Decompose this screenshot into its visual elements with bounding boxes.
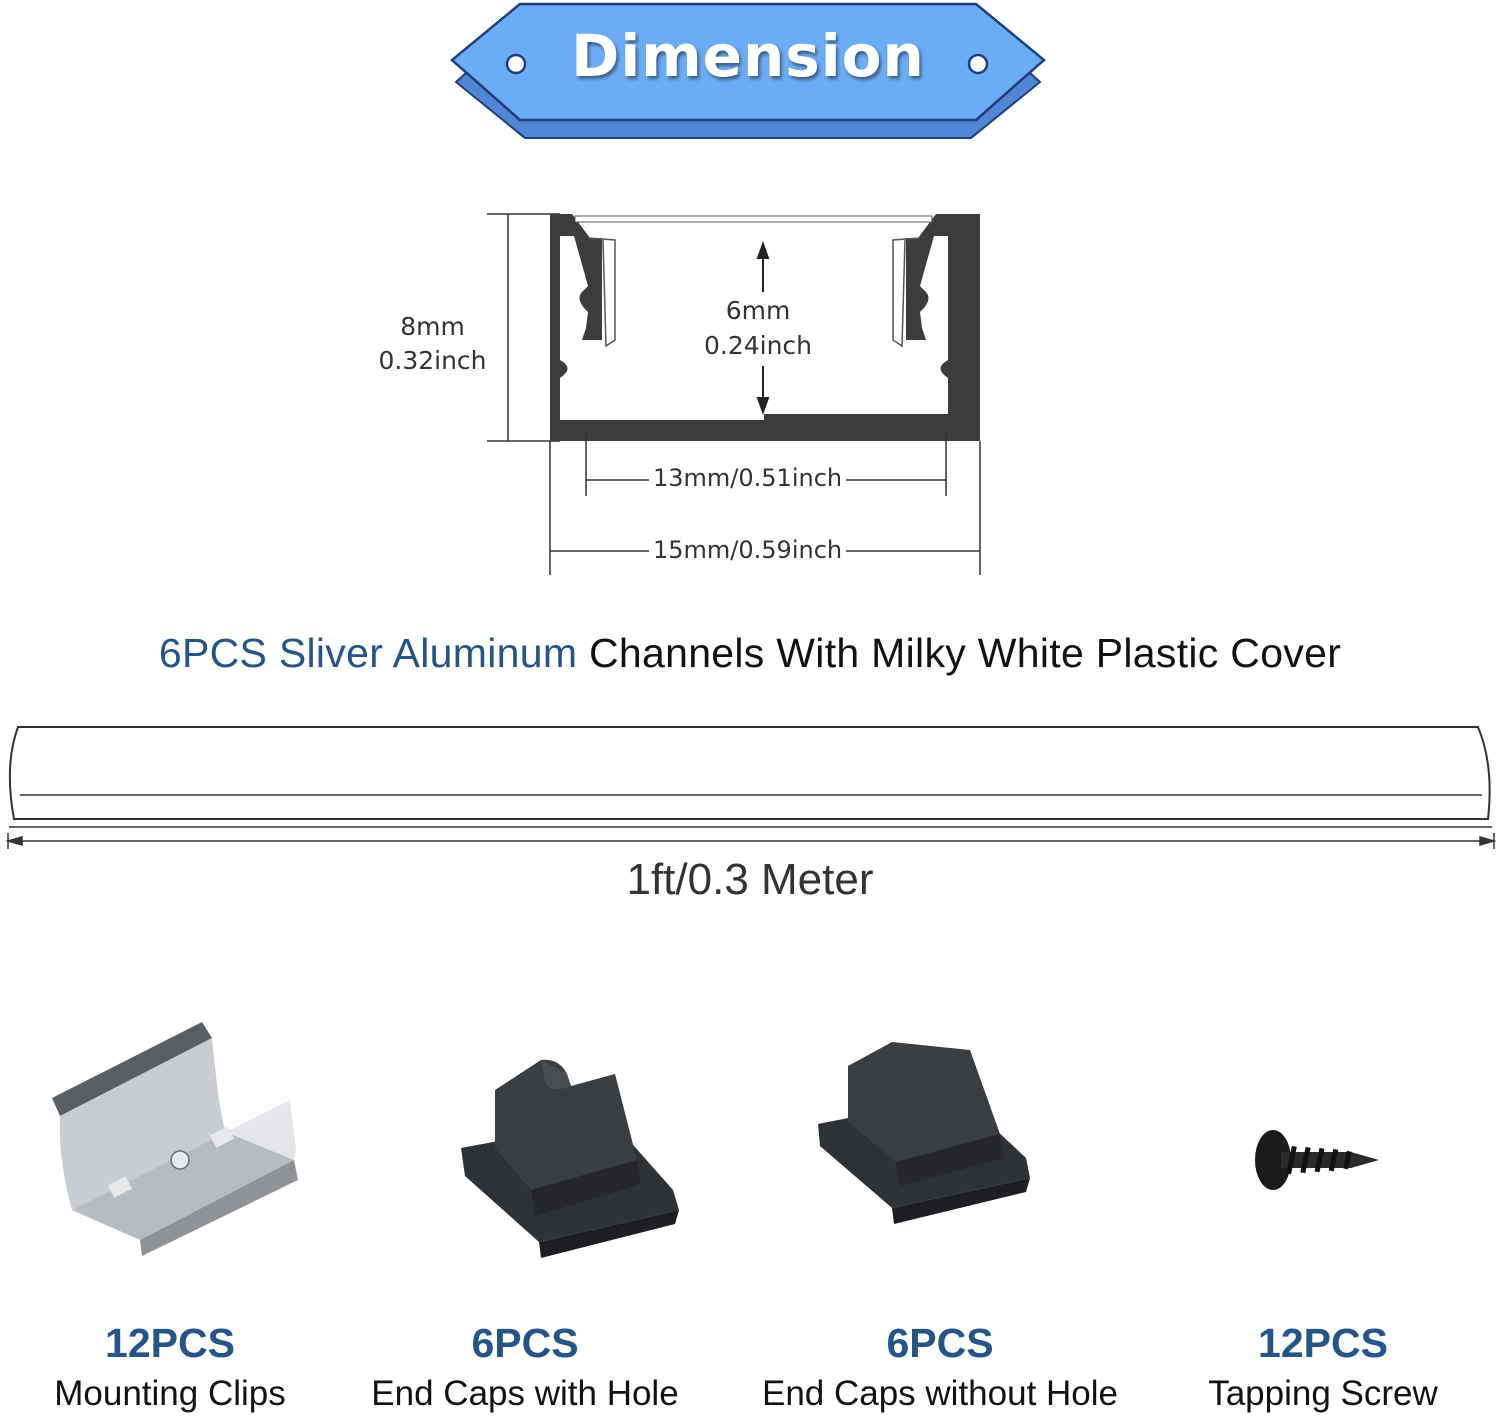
banner-title: Dimension: [571, 22, 925, 90]
end-cap-without-hole-icon: [818, 1042, 1030, 1224]
inner-width-label: 13mm/0.51inch: [649, 464, 847, 492]
outer-width-label: 15mm/0.59inch: [649, 536, 847, 564]
inner-height-inch-label: 0.24inch: [703, 331, 813, 360]
height-mm-label: 8mm: [400, 312, 465, 341]
mounting-clips-qty: 12PCS: [105, 1320, 235, 1366]
accessory-end-caps-without-hole: 6PCS End Caps without Hole: [760, 1010, 1120, 1413]
product-headline: 6PCS Sliver Aluminum Channels With Milky…: [0, 630, 1500, 677]
mounting-clips-label: Mounting Clips: [54, 1374, 286, 1413]
channel-strip-diagram: [5, 726, 1497, 849]
tapping-screw-label: Tapping Screw: [1208, 1374, 1438, 1413]
inner-height-arrow: [756, 241, 770, 415]
headline-highlight: 6PCS Sliver Aluminum: [158, 630, 578, 676]
channel-cross-section-diagram: [487, 213, 981, 575]
channel-profile-icon: [550, 214, 980, 441]
mounting-clip-icon: [52, 1022, 298, 1256]
end-caps-with-hole-label: End Caps with Hole: [371, 1374, 679, 1413]
channel-length-label: 1ft/0.3 Meter: [626, 855, 874, 904]
end-caps-without-hole-qty: 6PCS: [886, 1320, 994, 1366]
headline-rest: Channels With Milky White Plastic Cover: [577, 630, 1342, 676]
end-caps-without-hole-label: End Caps without Hole: [761, 1374, 1119, 1413]
end-caps-with-hole-qty: 6PCS: [471, 1320, 579, 1366]
banner-right-dot-icon: [967, 53, 989, 75]
tapping-screw-icon: [1255, 1130, 1379, 1190]
inner-height-mm-label: 6mm: [725, 296, 791, 325]
accessory-end-caps-with-hole: 6PCS End Caps with Hole: [345, 1010, 705, 1413]
banner-left-dot-icon: [505, 53, 527, 75]
length-dimension-line: [5, 833, 1497, 849]
tapping-screw-qty: 12PCS: [1258, 1320, 1388, 1366]
dimension-banner: [450, 2, 1046, 139]
end-cap-with-hole-icon: [461, 1059, 679, 1258]
accessory-mounting-clips: 12PCS Mounting Clips: [0, 1010, 350, 1413]
accessory-tapping-screw: 12PCS Tapping Screw: [1143, 1010, 1500, 1413]
height-dimension-line: [487, 213, 560, 442]
channel-strip-icon: [8, 726, 1491, 820]
height-inch-label: 0.32inch: [378, 346, 487, 375]
